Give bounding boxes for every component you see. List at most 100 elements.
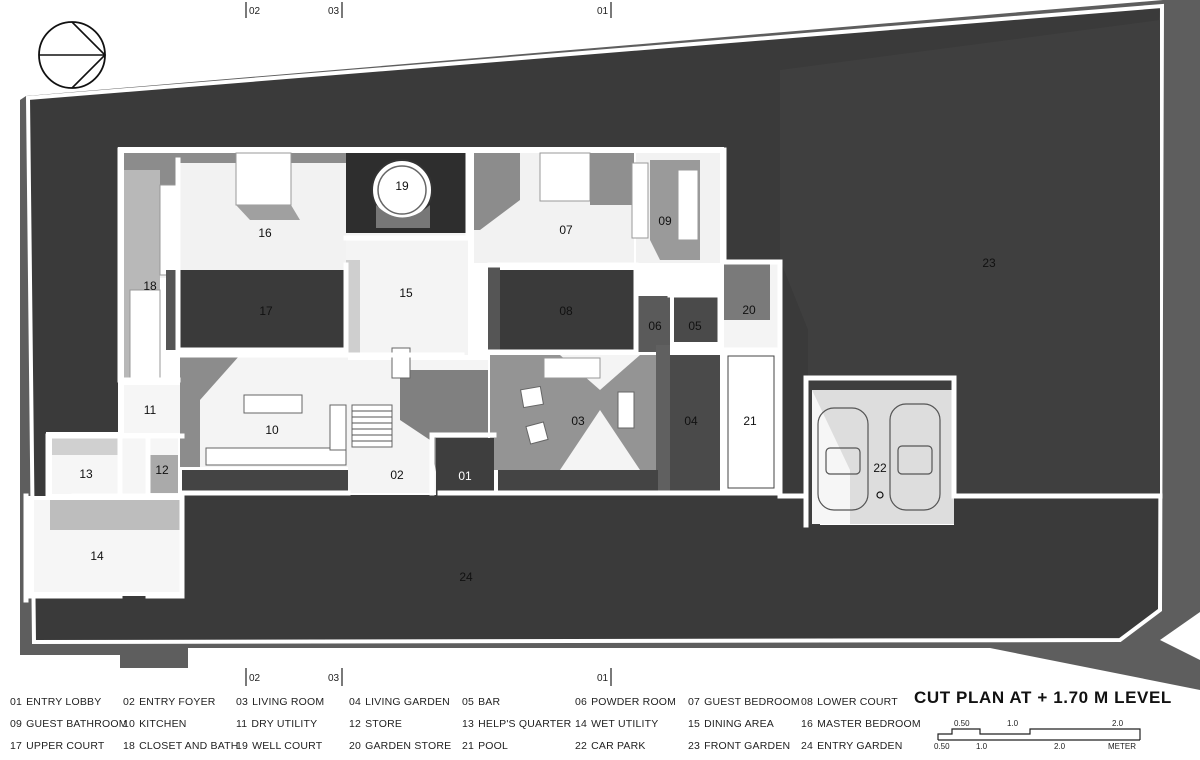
legend-number: 01 <box>10 696 23 708</box>
section-markers-top: 02 03 01 <box>245 2 612 18</box>
legend-number: 13 <box>462 718 475 730</box>
legend-label: UPPER COURT <box>26 740 105 752</box>
legend-number: 07 <box>688 696 701 708</box>
legend-number: 08 <box>801 696 814 708</box>
legend-label: LIVING ROOM <box>252 696 325 708</box>
scale-top-20: 2.0 <box>1112 719 1124 728</box>
room-label-22: 22 <box>873 461 887 475</box>
legend-label: ENTRY LOBBY <box>26 696 102 708</box>
section-markers-bottom: 02 03 01 <box>245 668 612 686</box>
room-label-13: 13 <box>79 467 93 481</box>
legend-label: DRY UTILITY <box>251 718 318 730</box>
room-label-04: 04 <box>684 414 698 428</box>
legend-number: 20 <box>349 740 362 752</box>
section-marker-01-bottom: 01 <box>597 673 609 684</box>
room-label-01: 01 <box>458 469 472 483</box>
plan-title: CUT PLAN AT + 1.70 M LEVEL <box>914 688 1172 707</box>
room-label-24: 24 <box>459 570 473 584</box>
section-marker-02-bottom: 02 <box>249 673 261 684</box>
room-label-11: 11 <box>144 403 157 417</box>
legend-number: 11 <box>236 718 248 730</box>
building <box>24 147 954 596</box>
walls <box>23 147 1163 603</box>
room-labels: 01 02 03 04 05 06 07 08 09 10 11 12 13 1… <box>79 179 996 584</box>
legend-label: HELP'S QUARTER <box>478 718 572 730</box>
legend-label: CAR PARK <box>591 740 646 752</box>
legend-label: DINING AREA <box>704 718 774 730</box>
legend-number: 18 <box>123 740 136 752</box>
section-marker-01-top: 01 <box>597 6 609 17</box>
legend-label: GARDEN STORE <box>365 740 452 752</box>
legend-number: 19 <box>236 740 249 752</box>
legend-label: POOL <box>478 740 509 752</box>
room-label-08: 08 <box>559 304 573 318</box>
legend-number: 22 <box>575 740 588 752</box>
legend-number: 21 <box>462 740 475 752</box>
legend-label: GUEST BEDROOM <box>704 696 800 708</box>
room-label-19: 19 <box>395 179 409 193</box>
scale-bottom-20: 2.0 <box>1054 742 1066 751</box>
legend-label: GUEST BATHROOM <box>26 718 128 730</box>
room-label-02: 02 <box>390 468 404 482</box>
room-label-12: 12 <box>155 463 169 477</box>
section-marker-02-top: 02 <box>249 6 261 17</box>
legend-label: CLOSET AND BATH <box>139 740 239 752</box>
legend-label: STORE <box>365 718 403 730</box>
legend-number: 15 <box>688 718 701 730</box>
north-arrow-icon <box>38 21 107 89</box>
legend-number: 16 <box>801 718 814 730</box>
legend-number: 23 <box>688 740 701 752</box>
legend-label: WELL COURT <box>252 740 323 752</box>
legend-number: 05 <box>462 696 475 708</box>
legend-label: LIVING GARDEN <box>365 696 450 708</box>
room-label-07: 07 <box>559 223 573 237</box>
scale-bottom-10: 1.0 <box>976 742 988 751</box>
legend-number: 12 <box>349 718 362 730</box>
legend-number: 14 <box>575 718 588 730</box>
room-label-05: 05 <box>688 319 702 333</box>
legend-number: 04 <box>349 696 362 708</box>
scale-bottom-050: 0.50 <box>934 742 950 751</box>
legend-number: 24 <box>801 740 814 752</box>
legend-label: POWDER ROOM <box>591 696 677 708</box>
room-label-15: 15 <box>399 286 413 300</box>
scale-unit: METER <box>1108 742 1136 751</box>
room-label-06: 06 <box>648 319 662 333</box>
legend-label: ENTRY GARDEN <box>817 740 903 752</box>
car-icon <box>817 403 941 511</box>
legend-number: 10 <box>123 718 136 730</box>
room-label-17: 17 <box>259 304 273 318</box>
legend-number: 06 <box>575 696 588 708</box>
legend-number: 02 <box>123 696 136 708</box>
scale-bar: 0.50 1.0 2.0 0.50 1.0 2.0 METER <box>934 719 1141 751</box>
room-label-09: 09 <box>658 214 672 228</box>
legend-number: 17 <box>10 740 23 752</box>
room-label-18: 18 <box>143 279 157 293</box>
legend-label: ENTRY FOYER <box>139 696 216 708</box>
room-label-14: 14 <box>90 549 104 563</box>
